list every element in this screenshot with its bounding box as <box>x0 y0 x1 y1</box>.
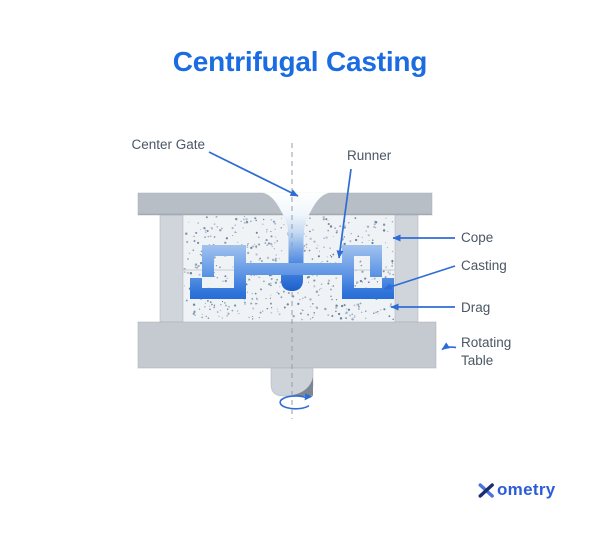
label-rotating-table: Rotating Table <box>461 335 512 368</box>
label-casting: Casting <box>461 258 507 273</box>
right-bottom-arm <box>342 288 382 299</box>
flask-left-wall <box>159 214 184 323</box>
label-cope: Cope <box>461 230 494 245</box>
pour-basin-sprue <box>262 192 330 264</box>
casting-metal <box>190 245 394 299</box>
left-ingate <box>234 245 246 299</box>
xometry-logo: ometry <box>477 480 556 500</box>
rotating-table-arrow <box>441 342 457 351</box>
right-top-arm <box>342 245 382 256</box>
label-center-gate: Center Gate <box>131 137 205 152</box>
rotating-table <box>137 321 437 369</box>
rotation-arrow-icon <box>279 393 313 410</box>
sprue-well <box>281 275 303 291</box>
left-top-arm <box>202 245 246 256</box>
xometry-x-icon <box>478 483 494 498</box>
left-top-stub <box>202 256 214 277</box>
label-drag: Drag <box>461 300 491 315</box>
flask-right-wall <box>394 214 419 323</box>
casting-arrow <box>383 265 456 291</box>
label-runner: Runner <box>347 148 392 163</box>
left-up-stub <box>190 278 202 299</box>
callout-arrows <box>208 151 457 351</box>
spindle-curl <box>290 377 313 397</box>
runner-bar <box>234 263 354 275</box>
right-top-stub <box>370 256 382 277</box>
diagram-title: Centrifugal Casting <box>172 46 428 77</box>
runner-arrow <box>336 168 352 259</box>
left-bottom-arm <box>202 288 246 299</box>
right-ingate <box>342 245 354 299</box>
xometry-wordmark: ometry <box>497 480 556 499</box>
center-gate-arrow <box>208 151 299 197</box>
